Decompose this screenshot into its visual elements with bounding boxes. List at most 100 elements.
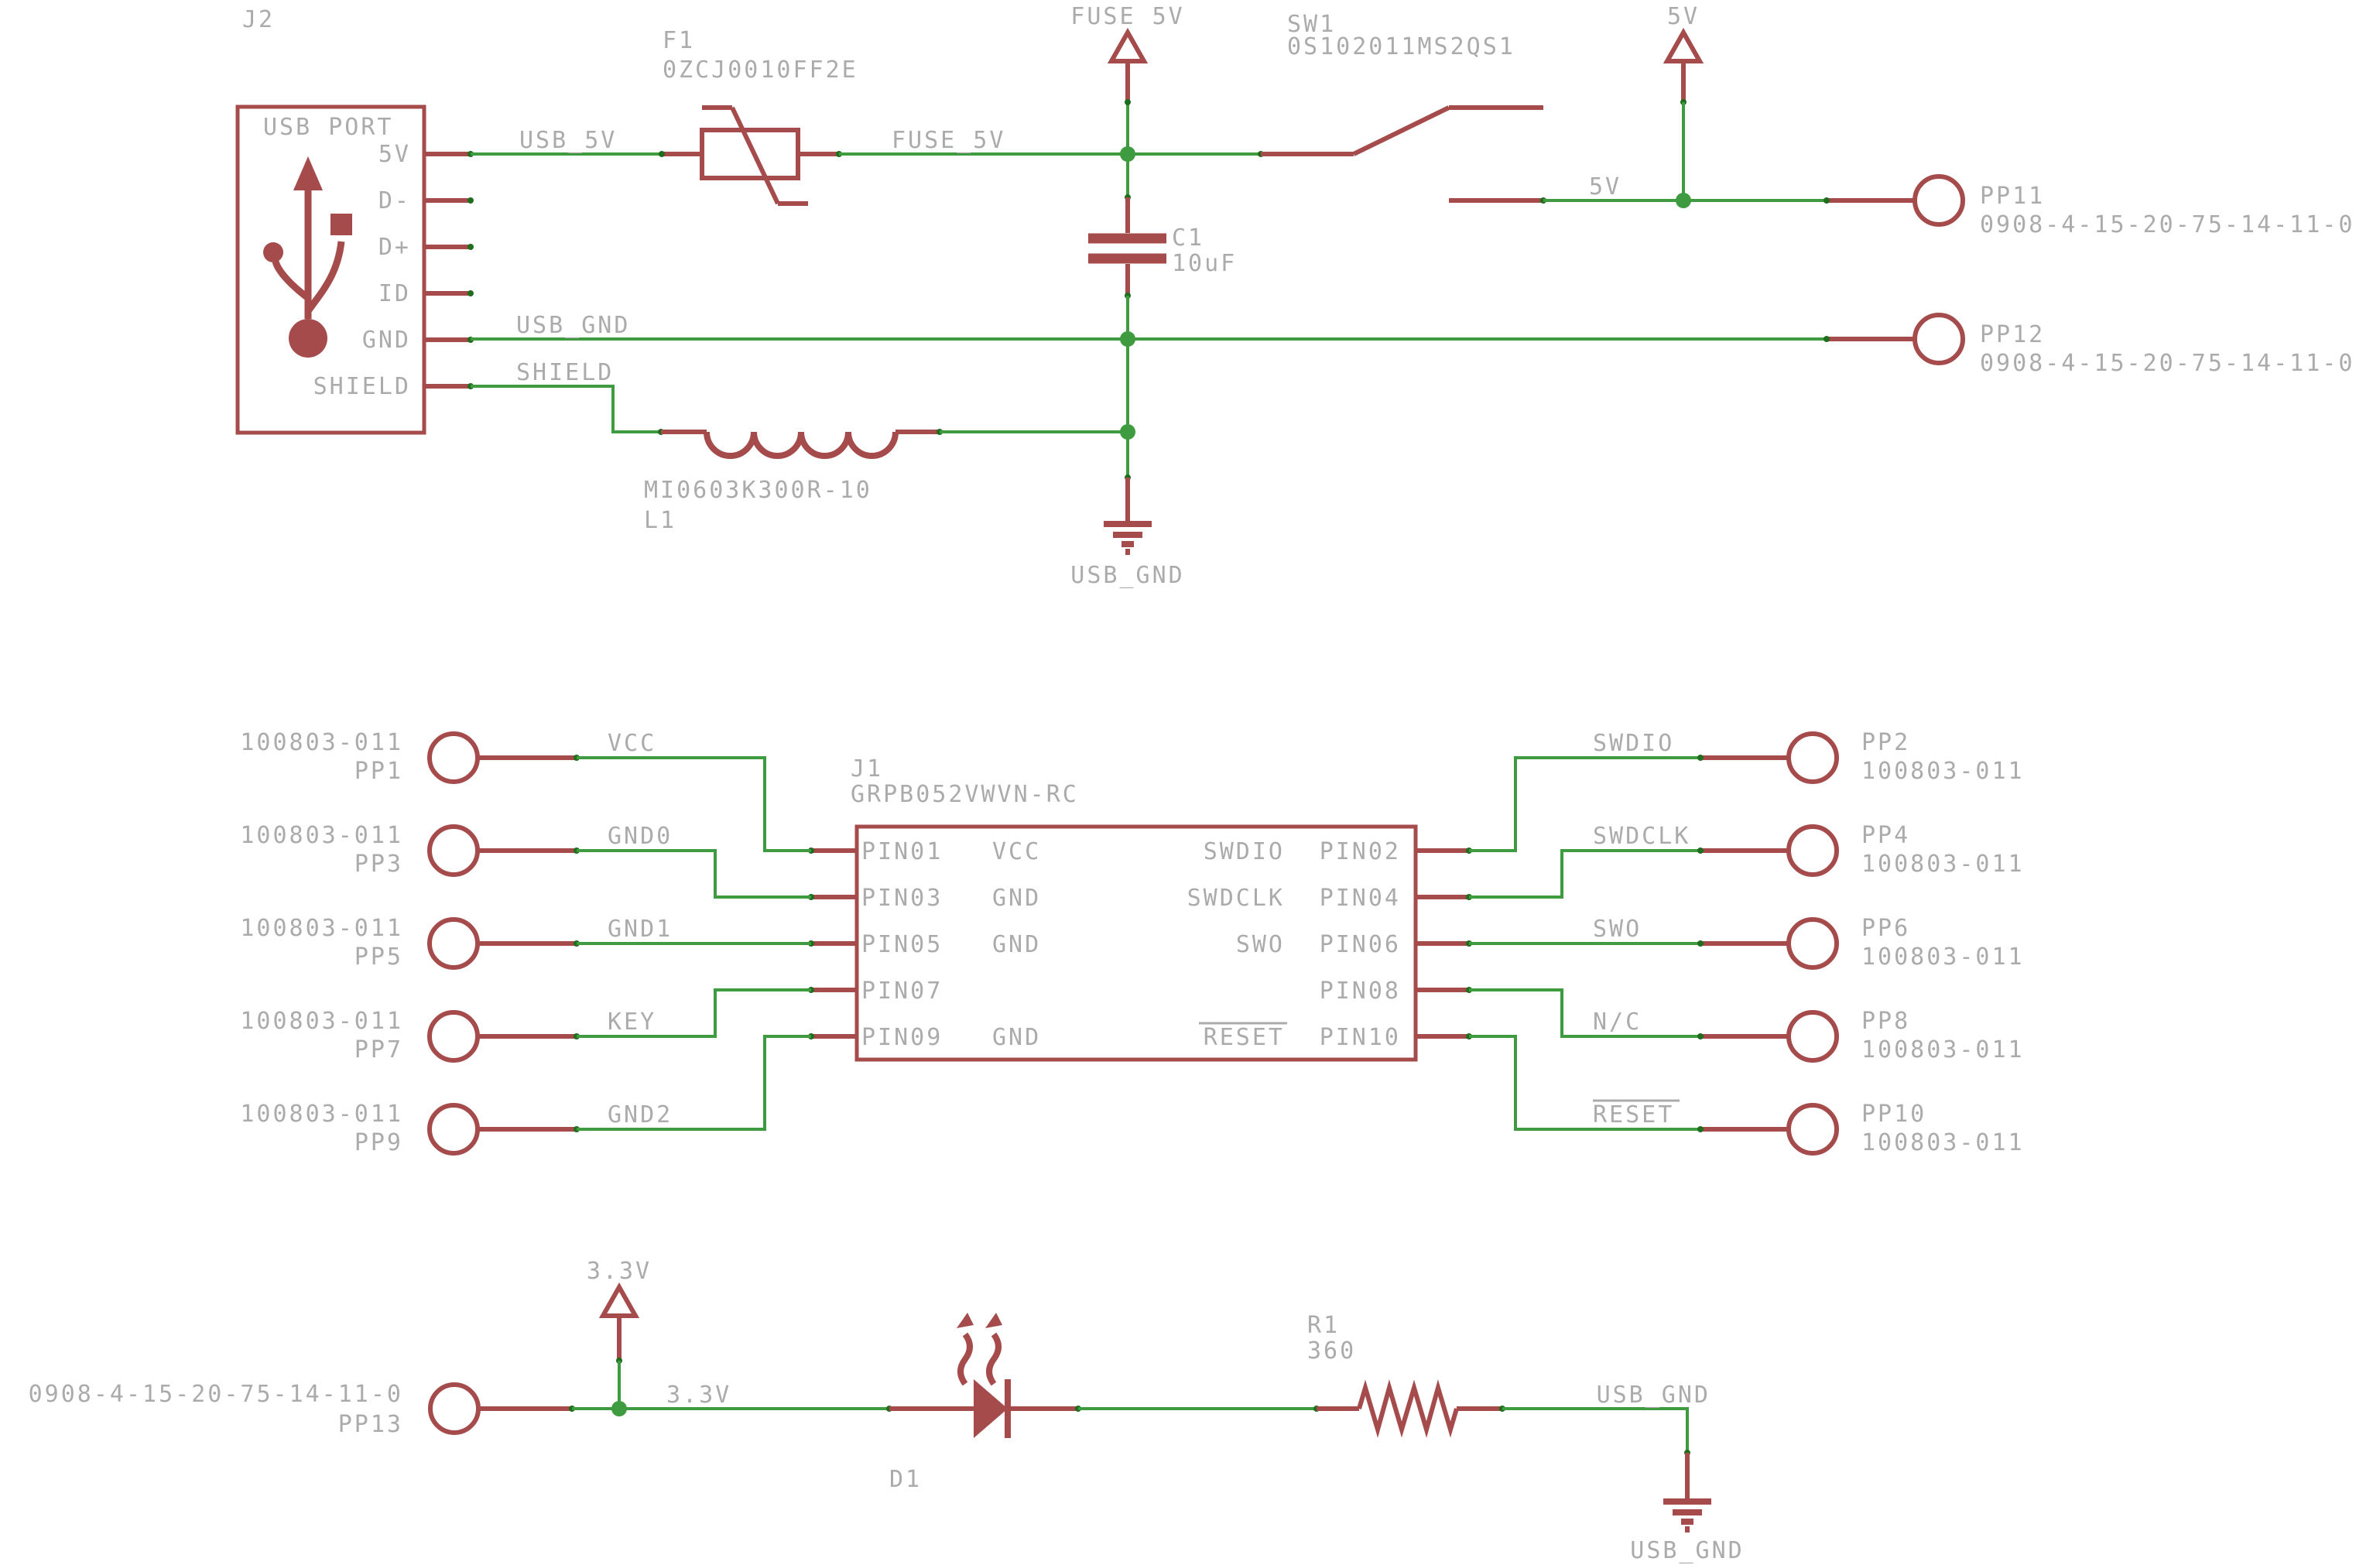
wire-shield: [471, 385, 661, 433]
pp2-part: 100803-011: [1861, 758, 2025, 785]
pin-dot: [1824, 197, 1830, 204]
j1-fn-swdio: SWDIO: [1204, 838, 1285, 865]
net-label-5v: 5V: [1589, 173, 1621, 200]
d1-ref: D1: [889, 1466, 922, 1493]
pp8-part: 100803-011: [1861, 1036, 2025, 1063]
pp11-ref: PP11: [1980, 183, 2045, 210]
wire-gnd0: [577, 849, 811, 899]
ground-label-usb-gnd-top: USB_GND: [1070, 562, 1184, 589]
pp5-ref: PP5: [354, 943, 403, 971]
pin-dot: [1824, 336, 1830, 342]
supply-label-3v3: 3.3V: [587, 1258, 652, 1285]
j1-part: GRPB052VWVN-RC: [851, 781, 1079, 808]
j2-pin-stubs: [424, 151, 474, 389]
junction-dot: [1676, 193, 1691, 208]
pp6-ref: PP6: [1861, 915, 1910, 942]
net-label-fuse-5v: FUSE_5V: [892, 127, 1005, 154]
j2-ref: J2: [242, 6, 275, 33]
net-label-reset: RESET: [1593, 1101, 1674, 1128]
j1-fn-gnd2: GND: [992, 931, 1041, 958]
pp4-part: 100803-011: [1861, 851, 2025, 878]
net-label-vcc: VCC: [608, 730, 656, 757]
inductor-l1-symbol: [661, 429, 943, 459]
wire-nc: [1469, 988, 1700, 1038]
net-label-gnd1: GND1: [608, 916, 673, 943]
j2-pin-dminus: D-: [378, 187, 411, 214]
j1-fn-gnd3: GND: [992, 1024, 1041, 1051]
pp7-part: 100803-011: [240, 1008, 403, 1035]
led-d1-symbol: [886, 1313, 1081, 1438]
supply-label-5v: 5V: [1667, 3, 1700, 30]
j1-pin08: PIN08: [1320, 978, 1401, 1005]
ground-label-usb-gnd-bottom: USB_GND: [1630, 1537, 1744, 1564]
net-label-usb-5v: USB_5V: [519, 127, 617, 154]
j1-pin04: PIN04: [1320, 885, 1401, 912]
pp1-part: 100803-011: [240, 729, 403, 756]
j1-pin03: PIN03: [861, 885, 943, 912]
pp3-ref: PP3: [354, 851, 403, 878]
net-label-swo: SWO: [1593, 916, 1642, 943]
net-label-nc: N/C: [1593, 1009, 1642, 1036]
l1-ref: L1: [644, 507, 676, 534]
j1-ref: J1: [851, 755, 883, 782]
left-testpoints: [427, 731, 580, 1156]
r1-ref: R1: [1307, 1312, 1340, 1339]
pp11-part: 0908-4-15-20-75-14-11-0: [1980, 211, 2354, 238]
wire-gnd2: [577, 1035, 811, 1131]
wire-vcc: [577, 756, 811, 852]
wire-swdio: [1469, 756, 1700, 852]
j2-usb-connector-body: [235, 104, 426, 435]
j1-fn-swo: SWO: [1236, 931, 1285, 958]
net-label-swdclk: SWDCLK: [1593, 823, 1690, 850]
j2-title: USB PORT: [263, 114, 394, 141]
j1-pin07: PIN07: [861, 978, 943, 1005]
j1-fn-reset: RESET: [1204, 1024, 1285, 1051]
j2-pin-5v: 5V: [378, 141, 411, 168]
net-label-key: KEY: [608, 1009, 656, 1036]
j2-pin-shield: SHIELD: [313, 373, 411, 400]
j2-pin-id: ID: [378, 280, 411, 307]
net-label-gnd2: GND2: [608, 1101, 673, 1128]
pp7-ref: PP7: [354, 1036, 403, 1063]
supply-label-fuse5v: FUSE 5V: [1070, 3, 1184, 30]
pp13-ref: PP13: [338, 1411, 403, 1438]
right-testpoints: [1697, 731, 1839, 1156]
pp2-ref: PP2: [1861, 729, 1910, 756]
net-label-3v3: 3.3V: [666, 1382, 731, 1409]
pp8-ref: PP8: [1861, 1008, 1910, 1035]
j1-fn-vcc: VCC: [992, 838, 1041, 865]
cap-c1-symbol: [1088, 154, 1166, 339]
pp4-ref: PP4: [1861, 822, 1910, 849]
j1-fn-swdclk: SWDCLK: [1187, 885, 1285, 912]
fuse-f1-symbol: [700, 105, 808, 206]
f1-part: 0ZCJ0010FF2E: [663, 57, 858, 84]
j2-pin-gnd: GND: [362, 327, 411, 354]
pp6-part: 100803-011: [1861, 943, 2025, 971]
pp3-part: 100803-011: [240, 822, 403, 849]
pp1-ref: PP1: [354, 758, 403, 785]
net-label-usb-gnd-bottom: USB_GND: [1597, 1382, 1711, 1409]
testpoint-pp11: [1913, 174, 1965, 227]
pp12-ref: PP12: [1980, 321, 2045, 348]
wire-swdclk: [1469, 849, 1700, 899]
j1-pin05: PIN05: [861, 931, 943, 958]
ground-symbol-usb-gnd-top: [1104, 432, 1152, 555]
j1-pin02: PIN02: [1320, 838, 1401, 865]
j1-pin10: PIN10: [1320, 1024, 1401, 1051]
wire-key: [577, 988, 811, 1038]
pp9-part: 100803-011: [240, 1101, 403, 1128]
net-label-swdio: SWDIO: [1593, 730, 1674, 757]
pp9-ref: PP9: [354, 1129, 403, 1156]
net-label-usb-gnd: USB_GND: [516, 312, 630, 339]
l1-part: MI0603K300R-10: [644, 477, 872, 504]
j1-pin01: PIN01: [861, 838, 943, 865]
pp10-part: 100803-011: [1861, 1129, 2025, 1156]
ground-symbol-usb-gnd-bottom: [1663, 1450, 1711, 1532]
wire-usb-gnd-bottom: [1502, 1407, 1689, 1453]
usb-icon: [263, 156, 352, 358]
pp12-part: 0908-4-15-20-75-14-11-0: [1980, 350, 2354, 377]
net-label-shield: SHIELD: [516, 359, 614, 386]
pp5-part: 100803-011: [240, 915, 403, 942]
pp13-part: 0908-4-15-20-75-14-11-0: [29, 1381, 403, 1408]
